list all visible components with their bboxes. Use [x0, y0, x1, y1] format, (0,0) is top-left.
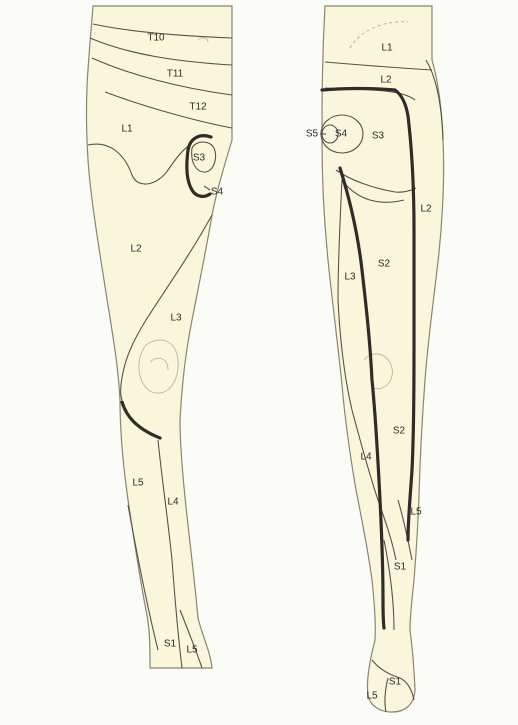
anterior-leg-outline	[87, 6, 233, 668]
post-label-l3: L3	[344, 272, 356, 283]
post-label-l5: L5	[410, 507, 422, 518]
label-t12: T12	[189, 102, 207, 113]
label-t10: T10	[147, 33, 165, 44]
anterior-leg-view	[87, 6, 233, 668]
posterior-leg-view	[320, 6, 444, 712]
post-label-s2: S2	[378, 259, 391, 270]
post-label-s1-foot: S1	[389, 677, 402, 688]
post-label-l2-side: L2	[420, 204, 432, 215]
label-t11: T11	[167, 69, 184, 80]
post-label-l2: L2	[380, 75, 392, 86]
label-s4: S4	[211, 187, 224, 198]
label-s1: S1	[164, 639, 177, 650]
label-l5: L5	[132, 478, 144, 489]
label-s3: S3	[193, 153, 206, 164]
post-label-l1: L1	[381, 43, 393, 54]
label-l1: L1	[121, 124, 133, 135]
post-label-s3: S3	[372, 131, 385, 142]
label-l5-foot: L5	[186, 645, 198, 656]
label-l2: L2	[130, 244, 142, 255]
label-l4: L4	[167, 497, 179, 508]
post-label-s5: S5	[306, 129, 319, 140]
post-label-l4: L4	[360, 452, 372, 463]
post-label-s1: S1	[394, 562, 407, 573]
post-label-s2-calf: S2	[393, 426, 406, 437]
label-l3: L3	[170, 313, 182, 324]
post-label-s4: S4	[335, 129, 348, 140]
post-label-l5-foot: L5	[366, 691, 378, 702]
